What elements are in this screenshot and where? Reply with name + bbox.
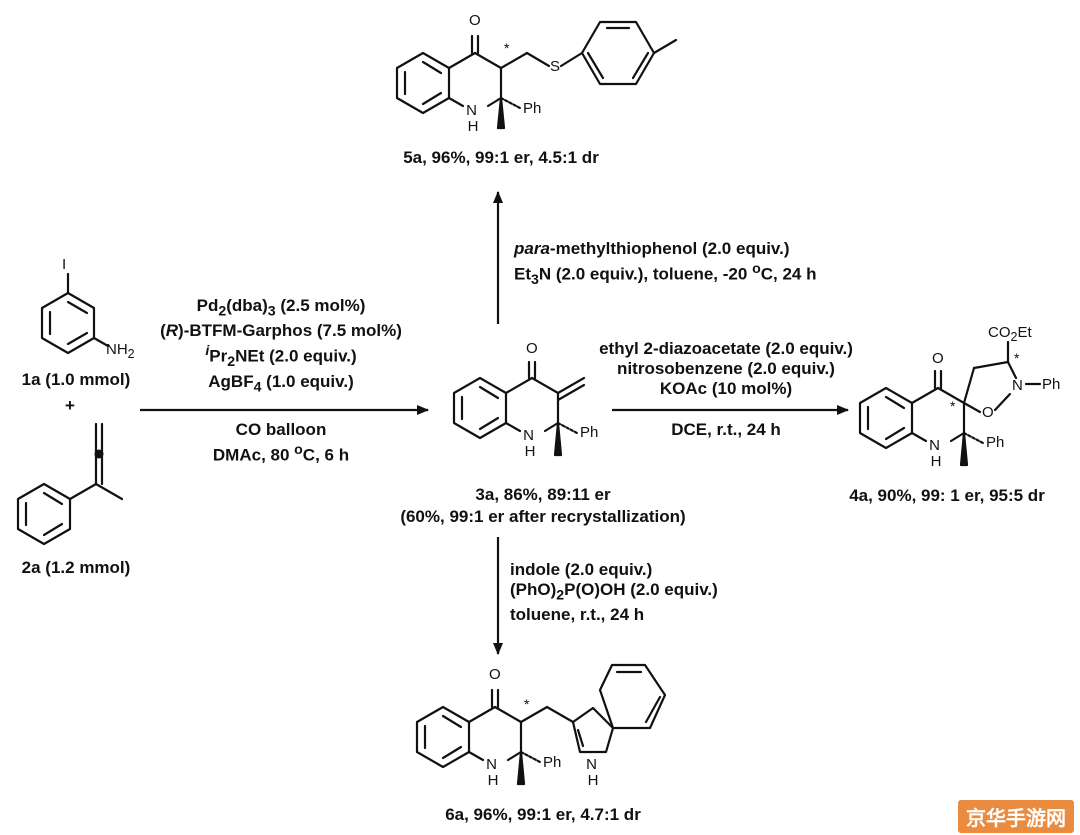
- condition-line: indole (2.0 equiv.): [510, 560, 653, 579]
- atom-ph: Ph: [523, 100, 542, 117]
- compound-4a-label: 4a, 90%, 99: 1 er, 95:5 dr: [849, 486, 1045, 505]
- atom-co2et: CO2Et: [988, 324, 1032, 344]
- condition-line: iPr2NEt (2.0 equiv.): [205, 343, 357, 371]
- atom-nh: N H: [466, 102, 480, 135]
- condition-line: nitrosobenzene (2.0 equiv.): [617, 359, 835, 378]
- atom-o: O: [982, 404, 994, 421]
- stereocenter-star: *: [1014, 350, 1020, 366]
- condition-line: Et3N (2.0 equiv.), toluene, -20 oC, 24 h: [514, 261, 817, 289]
- compound-3a-label-line1: 3a, 86%, 89:11 er: [475, 485, 611, 504]
- condition-line: para-methylthiophenol (2.0 equiv.): [514, 239, 790, 258]
- conditions-to-5a: para-methylthiophenol (2.0 equiv.) Et3N …: [514, 239, 816, 290]
- compound-1a-label: 1a (1.0 mmol): [21, 370, 131, 389]
- compound-4a-structure: [858, 340, 1042, 467]
- atom-nh: N H: [523, 427, 537, 460]
- condition-line: ethyl 2-diazoacetate (2.0 equiv.): [599, 339, 853, 358]
- conditions-step1-below: CO balloon DMAc, 80 oC, 6 h: [213, 420, 349, 466]
- conditions-step1-above: Pd2(dba)3 (2.5 mol%) (R)-BTFM-Garphos (7…: [160, 296, 402, 398]
- condition-line: KOAc (10 mol%): [659, 379, 793, 398]
- conditions-to-4a-below: DCE, r.t., 24 h: [671, 420, 781, 440]
- atom-o: O: [526, 340, 538, 357]
- atom-nh: N H: [929, 437, 943, 470]
- condition-line: Pd2(dba)3 (2.5 mol%): [196, 296, 366, 320]
- conditions-to-6a: indole (2.0 equiv.) (PhO)2P(O)OH (2.0 eq…: [510, 560, 718, 625]
- compound-6a-label: 6a, 96%, 99:1 er, 4.7:1 dr: [445, 805, 641, 824]
- atom-ph: Ph: [986, 434, 1005, 451]
- compound-6a-structure: [415, 663, 667, 786]
- condition-line: DMAc, 80 oC, 6 h: [212, 442, 350, 465]
- compound-3a-label: 3a, 86%, 89:11 er (60%, 99:1 er after re…: [400, 484, 685, 528]
- condition-line: DCE, r.t., 24 h: [671, 420, 781, 439]
- compound-3a-label-line2: (60%, 99:1 er after recrystallization): [400, 507, 686, 526]
- conditions-to-4a-above: ethyl 2-diazoacetate (2.0 equiv.) nitros…: [599, 339, 853, 399]
- atom-ph: Ph: [1042, 376, 1061, 393]
- atom-o: O: [932, 350, 944, 367]
- compound-3a-structure: [452, 360, 586, 457]
- compound-5a-structure: [395, 20, 678, 130]
- condition-line: toluene, r.t., 24 h: [510, 605, 645, 625]
- compound-1a-structure: [40, 272, 110, 355]
- compound-2a-structure: [16, 422, 124, 546]
- compound-5a-label: 5a, 96%, 99:1 er, 4.5:1 dr: [403, 148, 599, 167]
- condition-line: AgBF4 (1.0 equiv.): [208, 372, 354, 396]
- condition-line: CO balloon: [235, 420, 327, 439]
- watermark: 京华手游网: [958, 800, 1074, 833]
- condition-line: (PhO)2P(O)OH (2.0 equiv.): [510, 580, 718, 604]
- stereocenter-star: *: [524, 696, 530, 712]
- atom-nh-indole: N H: [586, 756, 600, 789]
- stereocenter-star: *: [950, 398, 956, 414]
- atom-n: N: [1012, 377, 1023, 394]
- atom-s: S: [550, 58, 561, 75]
- condition-line: (R)-BTFM-Garphos (7.5 mol%): [160, 321, 402, 341]
- atom-o: O: [469, 12, 481, 29]
- atom-o: O: [489, 666, 501, 683]
- atom-nh2: NH2: [106, 341, 135, 361]
- compound-2a-label: 2a (1.2 mmol): [21, 558, 131, 577]
- atom-ph: Ph: [580, 424, 599, 441]
- atom-iodine: I: [62, 256, 67, 273]
- plus-sign: +: [65, 396, 75, 415]
- atom-ph: Ph: [543, 754, 562, 771]
- stereocenter-star: *: [504, 40, 510, 56]
- atom-nh: N H: [486, 756, 500, 789]
